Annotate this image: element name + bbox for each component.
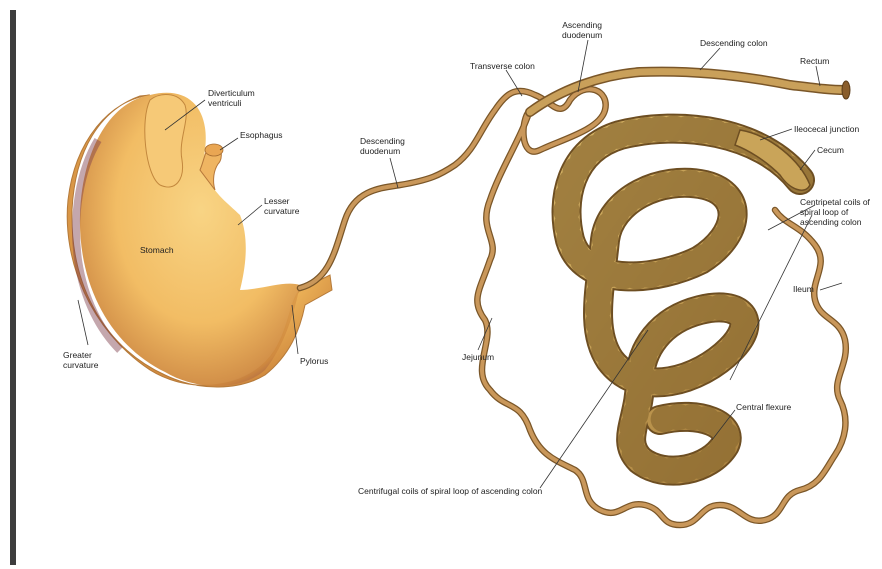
label-ileocecal-junction: Ileocecal junction	[794, 124, 859, 134]
label-rectum: Rectum	[800, 56, 829, 66]
label-greater-curvature: Greater curvature	[63, 350, 98, 370]
label-centripetal-coils: Centripetal coils of spiral loop of asce…	[800, 197, 870, 227]
label-diverticulum-ventriculi: Diverticulum ventriculi	[208, 88, 255, 108]
label-descending-duodenum: Descending duodenum	[360, 136, 405, 156]
label-central-flexure: Central flexure	[736, 402, 791, 412]
label-pylorus: Pylorus	[300, 356, 328, 366]
label-ileum: Ileum	[793, 284, 814, 294]
label-descending-colon: Descending colon	[700, 38, 768, 48]
rectum-end	[842, 81, 850, 99]
label-stomach: Stomach	[140, 245, 174, 255]
label-cecum: Cecum	[817, 145, 844, 155]
label-ascending-duodenum: Ascending duodenum	[562, 20, 602, 40]
label-transverse-colon: Transverse colon	[470, 61, 535, 71]
label-esophagus: Esophagus	[240, 130, 283, 140]
label-jejunum: Jejunum	[462, 352, 494, 362]
label-lesser-curvature: Lesser curvature	[264, 196, 299, 216]
stomach-shape	[67, 93, 332, 387]
label-centrifugal-coils: Centrifugal coils of spiral loop of asce…	[358, 486, 542, 496]
spiral-colon	[567, 129, 800, 471]
